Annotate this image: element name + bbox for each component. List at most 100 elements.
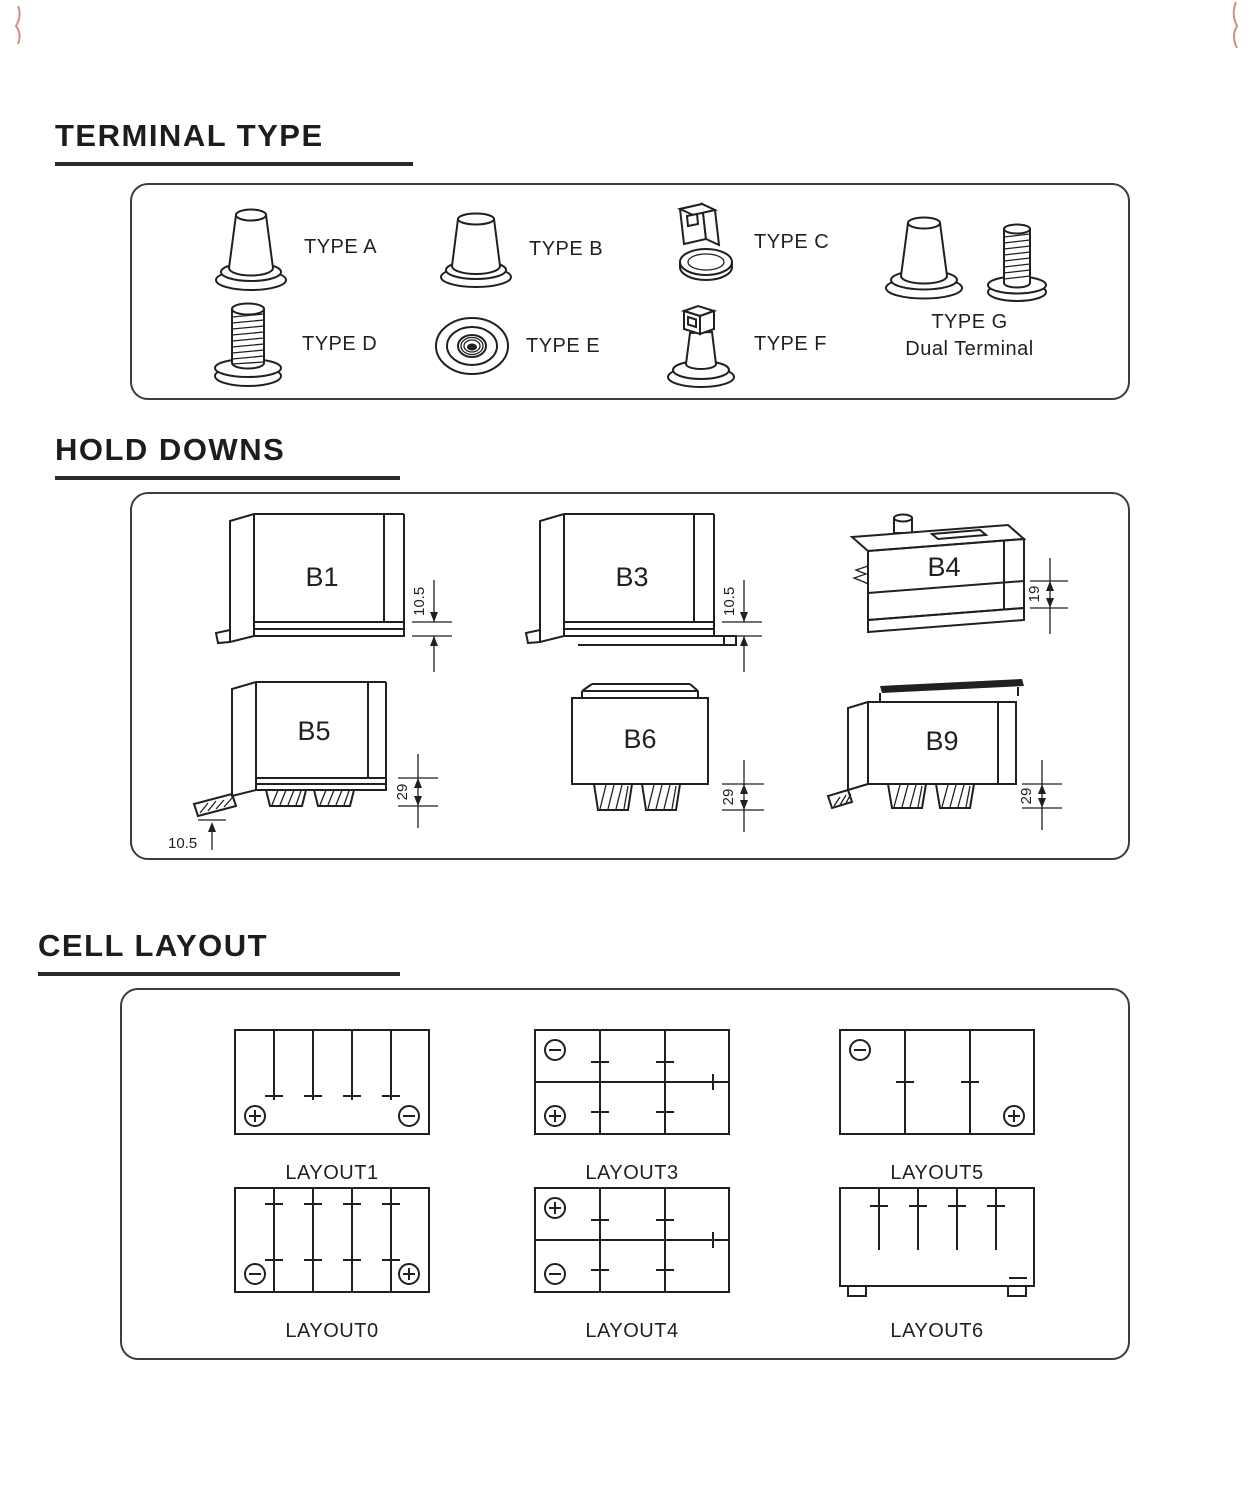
b3-dimension: 10.5 <box>721 580 762 672</box>
b9-dim-value: 29 <box>1018 788 1035 805</box>
b6-dim-value: 29 <box>720 789 737 806</box>
layout5-drawing <box>839 1029 1035 1135</box>
positive-terminal-icon <box>544 1197 566 1219</box>
b9-battery-sketch <box>826 679 1024 810</box>
hold-downs-heading: HOLD DOWNS <box>55 432 400 480</box>
b5-diagram: B5 29 10.5 <box>168 681 438 852</box>
hold-down-b1: B1 10.5 <box>172 506 472 681</box>
side-terminal-tab <box>847 1285 867 1297</box>
terminal-type-g: TYPE G Dual Terminal <box>877 207 1062 361</box>
negative-terminal-icon <box>398 1105 420 1127</box>
b1-label: B1 <box>305 562 338 592</box>
b1-dim-value: 10.5 <box>411 587 428 616</box>
terminal-type-f: TYPE F <box>660 299 827 389</box>
positive-terminal-icon <box>244 1105 266 1127</box>
type-a-drawing <box>215 208 287 291</box>
type-d-terminal-icon <box>214 302 282 387</box>
terminal-type-a: TYPE A <box>212 201 377 293</box>
terminal-type-c: TYPE C <box>660 199 829 285</box>
cell-layout-heading: CELL LAYOUT <box>38 928 400 976</box>
layout1-drawing <box>234 1029 430 1135</box>
layout6-diagram <box>839 1187 1035 1297</box>
side-terminal-tab <box>1007 1285 1027 1297</box>
terminal-type-heading: TERMINAL TYPE <box>55 118 413 166</box>
cell-layout-4: LAYOUT4 <box>527 1182 737 1343</box>
type-g-drawing <box>885 216 1047 302</box>
negative-terminal-icon <box>544 1263 566 1285</box>
hold-down-b5: B5 29 10.5 <box>162 676 462 856</box>
b6-dimension: 29 <box>720 760 764 832</box>
b9-diagram: B9 29 <box>826 679 1062 830</box>
b4-dimension: 19 <box>1026 558 1068 634</box>
type-e-label: TYPE E <box>526 334 601 357</box>
type-d-label: TYPE D <box>302 333 378 355</box>
type-b-terminal-icon <box>440 212 512 288</box>
b4-diagram: B4 19 <box>849 513 1068 634</box>
b5-label: B5 <box>297 716 330 746</box>
negative-terminal-icon <box>244 1263 266 1285</box>
layout5-diagram <box>839 1029 1035 1135</box>
layout4-diagram <box>534 1187 730 1293</box>
b5-dim-value: 29 <box>394 784 411 801</box>
terminal-type-d: TYPE D <box>208 297 377 392</box>
cell-layout-panel: LAYOUT1 LAYOUT3 <box>120 988 1130 1360</box>
b1-diagram: B1 10.5 <box>214 513 452 672</box>
hold-down-b9: B9 29 <box>782 676 1082 856</box>
type-e-drawing <box>435 317 509 375</box>
type-c-terminal-icon <box>676 202 733 281</box>
layout6-drawing <box>839 1187 1035 1297</box>
b3-dim-value: 10.5 <box>721 587 738 616</box>
type-e-terminal-icon <box>435 317 509 375</box>
b4-dim-value: 19 <box>1026 586 1043 603</box>
terminal-type-e: TYPE E <box>432 307 600 385</box>
type-b-drawing <box>440 212 512 288</box>
negative-terminal-icon <box>544 1039 566 1061</box>
type-c-label: TYPE C <box>754 230 830 253</box>
layout3-caption: LAYOUT3 <box>585 1162 679 1184</box>
b9-dimension: 29 <box>1018 760 1062 830</box>
hold-downs-panel: B1 10.5 B3 10.5 <box>130 492 1130 860</box>
cell-layout-6: LAYOUT6 <box>832 1182 1042 1343</box>
type-a-terminal-icon <box>215 208 287 291</box>
type-a-label: TYPE A <box>304 235 378 258</box>
b5-battery-sketch <box>192 681 387 818</box>
b1-battery-sketch <box>214 513 405 645</box>
b4-battery-sketch <box>849 513 1027 634</box>
b3-battery-sketch <box>524 513 737 646</box>
negative-terminal-icon <box>849 1039 871 1061</box>
terminal-type-b: TYPE B <box>437 207 603 291</box>
layout1-caption: LAYOUT1 <box>285 1162 379 1184</box>
cell-layout-5: LAYOUT5 <box>832 1024 1042 1185</box>
layout0-caption: LAYOUT0 <box>285 1320 379 1342</box>
layout4-drawing <box>534 1187 730 1293</box>
type-g-sublabel: Dual Terminal <box>905 338 1034 360</box>
b5-dim2-value: 10.5 <box>168 835 197 852</box>
positive-terminal-icon <box>544 1105 566 1127</box>
b5-dimension-2: 10.5 <box>168 819 226 852</box>
layout3-drawing <box>534 1029 730 1135</box>
terminal-type-panel: TYPE A TYPE B TYPE C <box>130 183 1130 400</box>
hold-down-b3: B3 10.5 <box>482 506 782 681</box>
hold-down-b4: B4 19 <box>782 506 1082 681</box>
type-g-terminal-icon <box>885 216 1047 302</box>
b4-label: B4 <box>927 552 960 582</box>
cell-layout-3: LAYOUT3 <box>527 1024 737 1185</box>
b3-diagram: B3 10.5 <box>524 513 762 672</box>
layout1-diagram <box>234 1029 430 1135</box>
layout3-diagram <box>534 1029 730 1135</box>
layout0-drawing <box>234 1187 430 1293</box>
layout6-caption: LAYOUT6 <box>890 1320 984 1342</box>
positive-terminal-icon <box>398 1263 420 1285</box>
b6-battery-sketch <box>571 683 709 811</box>
b6-diagram: B6 29 <box>571 683 764 832</box>
b3-label: B3 <box>615 562 648 592</box>
b6-label: B6 <box>623 724 656 754</box>
positive-terminal-icon <box>1003 1105 1025 1127</box>
hold-down-b6: B6 29 <box>492 676 792 856</box>
type-g-label: TYPE G <box>931 311 1008 333</box>
type-f-label: TYPE F <box>754 332 828 355</box>
layout5-caption: LAYOUT5 <box>890 1162 984 1184</box>
type-b-label: TYPE B <box>529 237 604 260</box>
type-c-drawing <box>676 202 733 281</box>
